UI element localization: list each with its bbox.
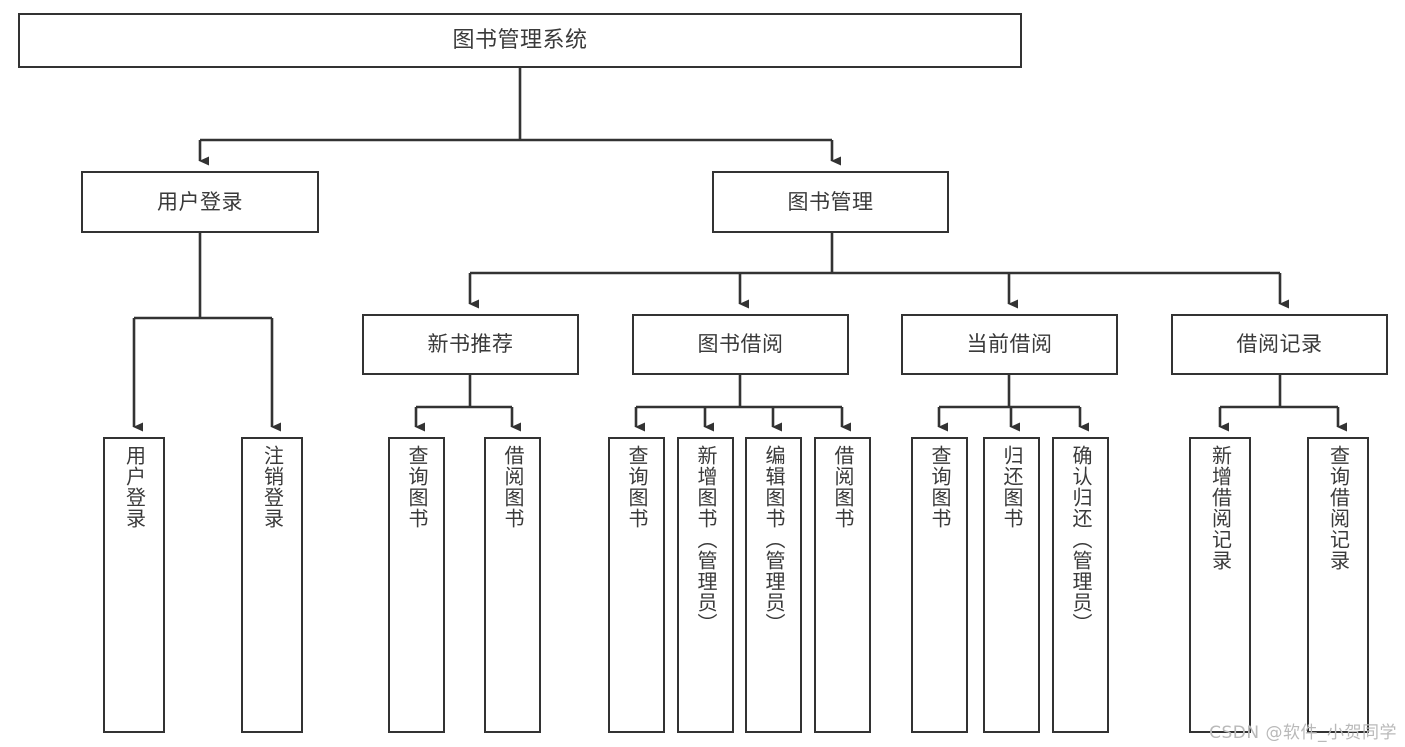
node-book-manage-label: 图书管理 (787, 189, 874, 214)
node-leaf-return-book[interactable]: 归还图书 (983, 437, 1040, 733)
node-current-borrow[interactable]: 当前借阅 (901, 314, 1118, 375)
node-leaf-query-record-label: 查询借阅记录 (1326, 445, 1351, 571)
node-leaf-query-book-1-label: 查询图书 (405, 445, 429, 529)
node-leaf-user-login-label: 用户登录 (122, 445, 147, 529)
node-book-manage[interactable]: 图书管理 (712, 171, 949, 233)
node-root-label: 图书管理系统 (452, 27, 588, 53)
node-current-borrow-label: 当前借阅 (966, 332, 1053, 357)
node-leaf-query-record[interactable]: 查询借阅记录 (1307, 437, 1369, 733)
node-leaf-add-book-label: 新增图书（管理员） (694, 445, 718, 634)
node-book-borrow-label: 图书借阅 (697, 332, 784, 357)
node-leaf-borrow-book-2-label: 借阅图书 (831, 445, 855, 529)
node-leaf-borrow-book-2[interactable]: 借阅图书 (814, 437, 871, 733)
node-leaf-confirm-return[interactable]: 确认归还（管理员） (1052, 437, 1109, 733)
node-leaf-user-logout[interactable]: 注销登录 (241, 437, 303, 733)
node-new-book-recommend-label: 新书推荐 (427, 332, 514, 357)
node-new-book-recommend[interactable]: 新书推荐 (362, 314, 579, 375)
node-leaf-edit-book[interactable]: 编辑图书（管理员） (745, 437, 802, 733)
node-leaf-confirm-return-label: 确认归还（管理员） (1069, 445, 1093, 634)
node-leaf-query-book-1[interactable]: 查询图书 (388, 437, 445, 733)
node-leaf-query-book-2[interactable]: 查询图书 (608, 437, 665, 733)
node-user-login-label: 用户登录 (157, 189, 243, 214)
node-leaf-user-logout-label: 注销登录 (260, 445, 285, 529)
node-leaf-query-book-3-label: 查询图书 (928, 445, 952, 529)
node-leaf-add-record-label: 新增借阅记录 (1208, 445, 1233, 571)
node-leaf-query-book-3[interactable]: 查询图书 (911, 437, 968, 733)
node-leaf-edit-book-label: 编辑图书（管理员） (762, 445, 786, 634)
node-leaf-borrow-book-1[interactable]: 借阅图书 (484, 437, 541, 733)
node-borrow-record-label: 借阅记录 (1236, 332, 1323, 357)
node-book-borrow[interactable]: 图书借阅 (632, 314, 849, 375)
node-leaf-return-book-label: 归还图书 (1000, 445, 1024, 529)
node-leaf-borrow-book-1-label: 借阅图书 (501, 445, 525, 529)
node-user-login[interactable]: 用户登录 (81, 171, 319, 233)
node-borrow-record[interactable]: 借阅记录 (1171, 314, 1388, 375)
node-root[interactable]: 图书管理系统 (18, 13, 1022, 68)
watermark: CSDN @软件_小贺同学 (1209, 723, 1397, 743)
node-leaf-add-book[interactable]: 新增图书（管理员） (677, 437, 734, 733)
node-leaf-query-book-2-label: 查询图书 (625, 445, 649, 529)
node-leaf-user-login[interactable]: 用户登录 (103, 437, 165, 733)
node-leaf-add-record[interactable]: 新增借阅记录 (1189, 437, 1251, 733)
